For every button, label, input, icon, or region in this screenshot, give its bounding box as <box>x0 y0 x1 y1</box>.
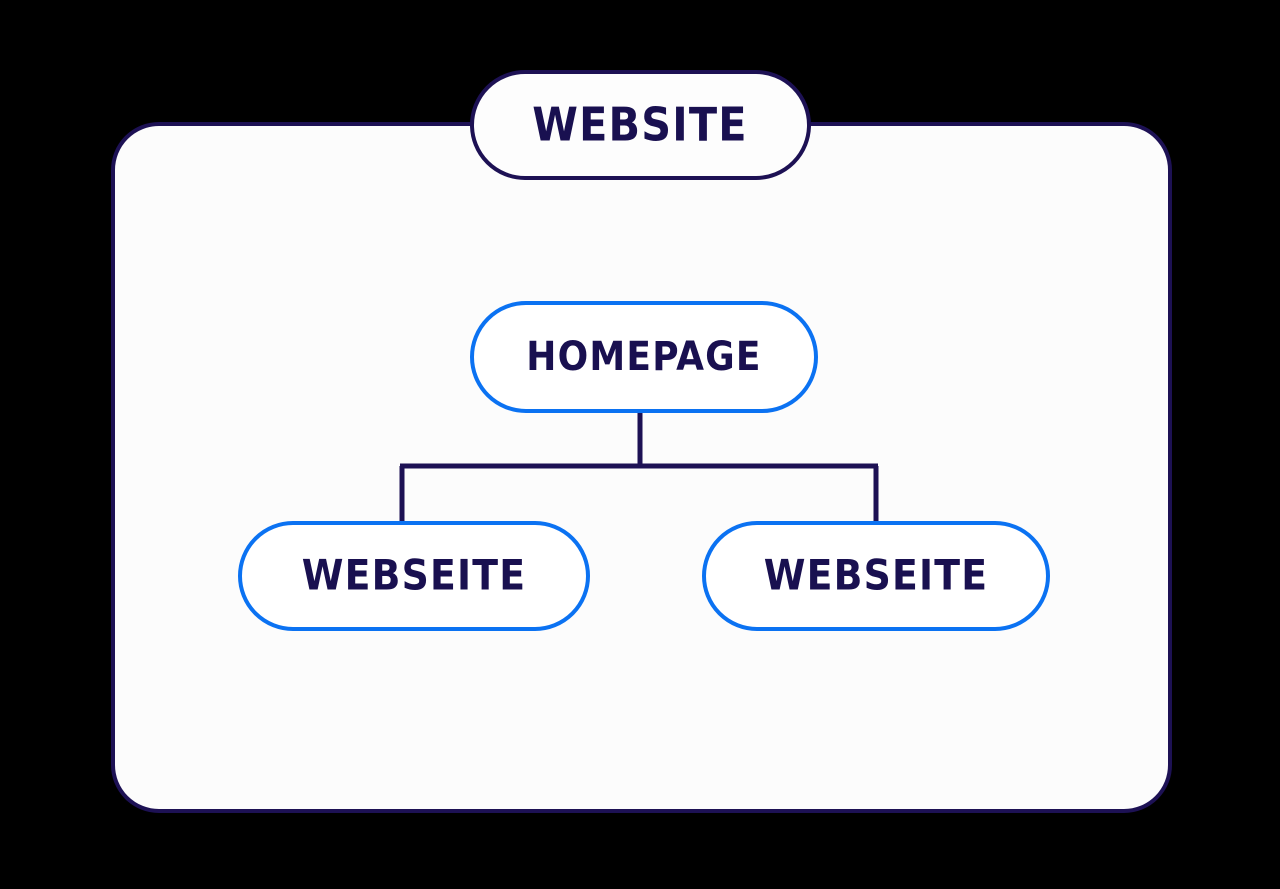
node-webseite-left-label: WEBSEITE <box>302 551 527 600</box>
node-webseite-left-shape[interactable] <box>238 521 590 631</box>
node-webseite-left[interactable]: WEBSEITE <box>238 521 590 631</box>
node-webseite-right-shape[interactable] <box>702 521 1050 631</box>
node-webseite-right[interactable]: WEBSEITE <box>702 521 1050 631</box>
node-website-title[interactable]: WEBSITE <box>470 70 811 180</box>
node-homepage-label: HOMEPAGE <box>526 334 761 380</box>
node-webseite-right-label: WEBSEITE <box>764 551 989 600</box>
node-homepage-shape[interactable] <box>470 301 818 413</box>
node-website-title-label: WEBSITE <box>532 98 748 152</box>
node-website-title-shape[interactable] <box>470 70 811 180</box>
node-homepage[interactable]: HOMEPAGE <box>470 301 818 413</box>
